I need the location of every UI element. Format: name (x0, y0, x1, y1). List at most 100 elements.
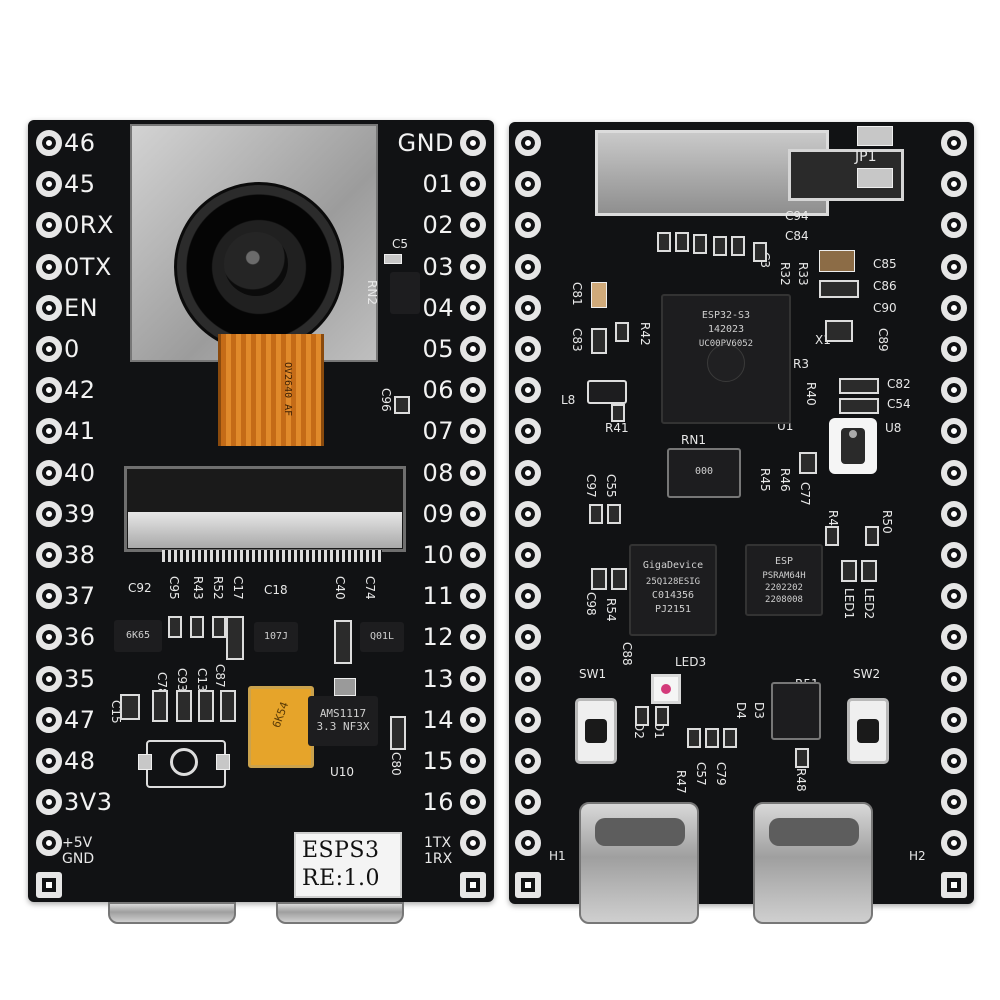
silk-r41: R41 (605, 421, 629, 435)
silk-sw1: SW1 (579, 667, 607, 681)
sw1-cap[interactable] (585, 719, 607, 743)
right-board-right-pin-12 (941, 624, 967, 651)
cap-c96 (394, 396, 410, 414)
mounting-hole (170, 748, 198, 776)
rn-code: 000 (694, 466, 714, 477)
rsmd-26 (687, 728, 701, 748)
silk-c98: C98 (584, 592, 598, 616)
silk-c18: C18 (264, 583, 288, 597)
ldo-text-2: 3.3 NF3X (316, 720, 370, 733)
rsmd-24 (635, 706, 649, 726)
psram-line1: ESP (774, 556, 794, 567)
pin-label-right-7: 07 (422, 417, 454, 446)
pin-label-right-13: 13 (422, 664, 454, 693)
silk-d3: D3 (752, 702, 766, 719)
silk-c93: C93 (175, 668, 189, 692)
lens-glass (224, 232, 288, 296)
smd-7 (152, 690, 168, 722)
jp1-pad-b (857, 168, 893, 188)
pin-label-left-1: 45 (64, 170, 96, 199)
right-board-right-pin-17 (941, 830, 967, 857)
right-board-left-pin-1 (515, 171, 541, 198)
right-board-right-pin-3 (941, 253, 967, 280)
label-5v: +5V (62, 835, 93, 851)
silk-c79: C79 (714, 762, 728, 786)
usb-hub-chip (771, 682, 821, 740)
right-board-left-pin-13 (515, 665, 541, 692)
rsmd-8 (825, 320, 853, 342)
right-board-left-pin-4 (515, 294, 541, 321)
left-board-right-pin-8 (460, 459, 486, 486)
left-board-right-pin-4 (460, 294, 486, 321)
usb-c-port-2[interactable] (753, 802, 873, 924)
chip-65e9: 107J (263, 631, 289, 642)
left-board-left-pin-5 (36, 336, 62, 362)
silk-r33: R33 (796, 262, 810, 286)
pin-label-right-14: 14 (422, 705, 454, 734)
flash-line4: PJ2151 (654, 604, 692, 615)
silk-c78: C78 (155, 672, 169, 696)
sw2-cap[interactable] (857, 719, 879, 743)
slide-switch[interactable] (595, 130, 904, 216)
flash-line2: 25Q128ESIG (645, 577, 701, 587)
pin-label-right-15: 15 (422, 747, 454, 775)
silk-c80: C80 (389, 752, 403, 776)
right-board-left-pin-10 (515, 542, 541, 568)
ldo-regulator: AMS1117 3.3 NF3X (308, 696, 378, 746)
pin-label-left-3: 0TX (64, 252, 112, 281)
smd-10 (220, 690, 236, 722)
rsmd-4 (713, 236, 727, 256)
ldo-tab (334, 678, 356, 696)
rsmd-9 (591, 282, 607, 308)
right-board-right-pin-14 (941, 706, 967, 733)
psram-line4: 2208008 (765, 595, 803, 605)
silk-c5: C5 (392, 237, 409, 251)
usb-c-port-2-opening[interactable] (769, 818, 859, 846)
usb-c-port-1[interactable] (579, 802, 699, 924)
rsmd-7 (819, 280, 859, 298)
silk-u10: U10 (330, 765, 355, 779)
right-board-left-pin-9 (515, 500, 541, 527)
cap-c5 (384, 254, 402, 264)
smd-6 (120, 694, 140, 720)
silk-c89: C89 (876, 328, 890, 352)
silk-sw2: SW2 (853, 667, 881, 681)
silk-r42: R42 (638, 322, 652, 346)
mic-sensor-u8 (829, 418, 877, 474)
silk-r3: R3 (793, 357, 809, 371)
chip-6k54: 6K65 (125, 630, 151, 641)
silk-h2: H2 (909, 849, 926, 863)
pin-label-left-16: 3V3 (64, 788, 113, 817)
left-board-left-pin-1 (36, 171, 62, 198)
smd-3 (212, 616, 226, 638)
silk-r52: R52 (211, 576, 225, 600)
pin-label-left-7: 41 (64, 417, 96, 446)
pin-label-right-3: 03 (422, 252, 454, 281)
left-board-right-pin-13 (460, 665, 486, 692)
sw1-boot-button[interactable] (575, 698, 617, 764)
sw2-reset-button[interactable] (847, 698, 889, 764)
right-board-right-pin-8 (941, 459, 967, 486)
right-board-left-pin-16 (515, 789, 541, 816)
left-board-left-pin-8 (36, 459, 62, 486)
rsmd-17 (607, 504, 621, 524)
silk-c55: C55 (604, 474, 618, 498)
usb-c-port-right[interactable] (276, 902, 404, 924)
left-board-right-pin-15 (460, 748, 486, 774)
usb-c-port-1-opening[interactable] (595, 818, 685, 846)
flash-line3: C014356 (651, 590, 695, 601)
flash-chip-gd25q128: GigaDevice 25Q128ESIG C014356 PJ2151 (629, 544, 717, 636)
tantalum-text: 6K54 (269, 700, 292, 730)
pin-label-right-4: 04 (422, 293, 454, 322)
psram-chip: ESP PSRAM64H 2202202 2208008 (745, 544, 823, 616)
right-board-left-pin-2 (515, 212, 541, 239)
silk-c77: C77 (798, 482, 812, 506)
usb-c-port-left[interactable] (108, 902, 236, 924)
left-board-left-pin-18 (36, 871, 62, 898)
left-board-left-pin-7 (36, 418, 62, 445)
right-board-right-pin-7 (941, 418, 967, 445)
silk-r48: R48 (794, 768, 808, 792)
pin-label-right-1: 01 (422, 170, 454, 199)
silk-c95: C95 (167, 576, 181, 600)
right-board-right-pin-10 (941, 542, 967, 568)
